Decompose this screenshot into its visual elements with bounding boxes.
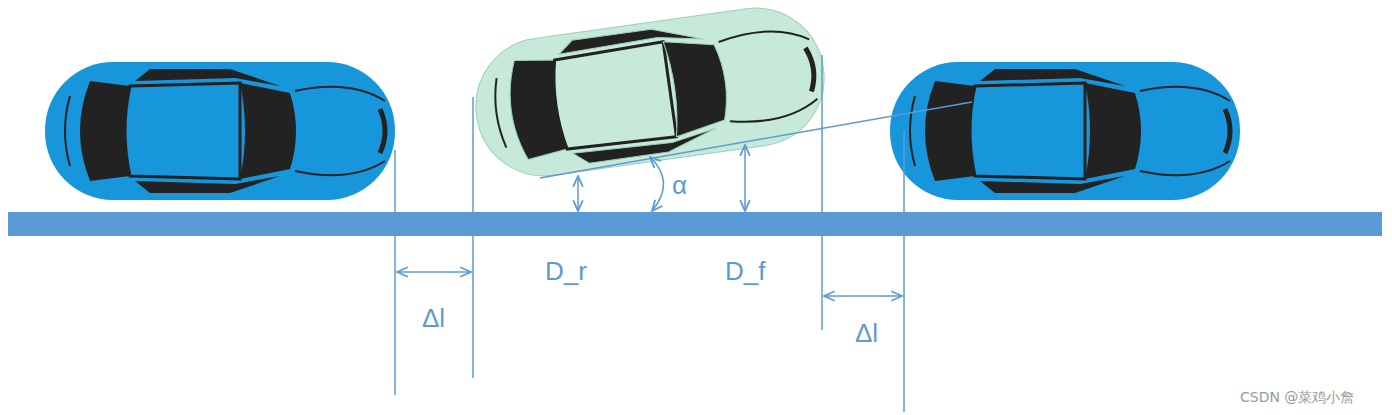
dimension-lines xyxy=(395,55,972,412)
dimension-label: Δl xyxy=(422,305,445,331)
watermark: CSDN @菜鸡小詹 xyxy=(1240,390,1354,404)
curb xyxy=(8,212,1382,236)
dimension-label: Δl xyxy=(855,320,878,346)
dimension-label: D_r xyxy=(545,258,587,284)
angle-label: α xyxy=(672,172,687,198)
front-car xyxy=(890,62,1240,200)
parking-car xyxy=(467,0,833,185)
rear-car xyxy=(45,62,395,200)
dimension-label: D_f xyxy=(725,258,765,284)
